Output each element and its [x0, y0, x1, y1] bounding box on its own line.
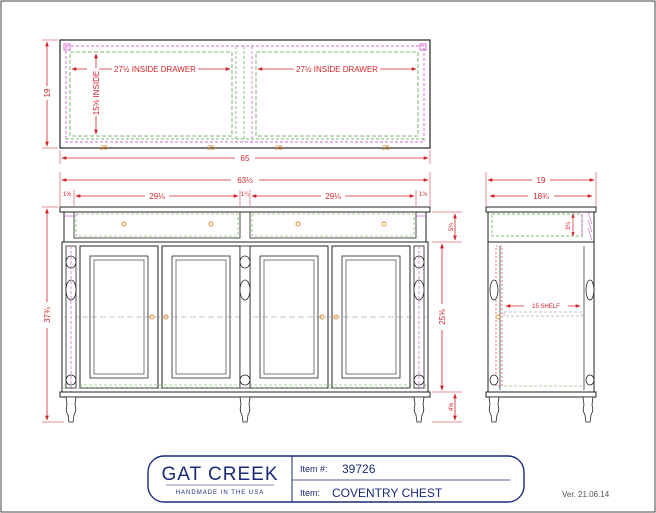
marker-a: 25 — [100, 145, 108, 152]
marker-b: 25 — [207, 145, 215, 152]
edge-right-b: 1⅝ — [419, 192, 428, 198]
item-name: COVENTRY CHEST — [332, 486, 443, 500]
edge-left-b: 1¼ — [241, 192, 250, 198]
item-number: 39726 — [342, 462, 376, 476]
front-width-dim: 63½ — [237, 176, 253, 185]
top-depth-dim: 19 — [43, 88, 52, 97]
drawer-right — [249, 211, 417, 239]
drawer-left-dim: 27½ INSIDE DRAWER — [114, 65, 196, 74]
side-view: 19 18¾ 3¾ 15 SHELF — [485, 172, 597, 423]
leg-height-dim: 4⅝ — [449, 402, 455, 411]
side-inner-depth-dim: 18¾ — [533, 192, 549, 201]
drawer-width-right-dim: 29⅛ — [325, 192, 341, 201]
side-depth-dim: 19 — [537, 176, 546, 185]
door-height-dim: 25⅝ — [438, 309, 447, 325]
top-outline — [59, 39, 431, 149]
inside-depth-dim: 15⅝ INSIDE — [92, 71, 101, 115]
legs — [65, 396, 425, 423]
shelf — [503, 311, 583, 317]
drawer-right-dim: 27½ INSIDE DRAWER — [296, 65, 378, 74]
version-label: Ver. 21.06.14 — [562, 490, 610, 499]
top-drawer-left — [69, 51, 233, 137]
brand-tagline: HANDMADE IN THE USA — [176, 490, 265, 496]
top-hidden-frame — [65, 45, 425, 143]
item-name-label: Item: — [300, 488, 320, 498]
drawer-left — [73, 211, 241, 239]
drawer-width-left-dim: 29⅛ — [149, 192, 165, 201]
drawer-height-dim: 5¾ — [449, 222, 455, 231]
item-number-label: Item #: — [300, 464, 328, 474]
top-width-dim: 65 — [241, 154, 250, 163]
title-block: GAT CREEK HANDMADE IN THE USA Item #: 39… — [147, 455, 525, 503]
marker-c: 25 — [275, 145, 283, 152]
top-view: 27½ INSIDE DRAWER 27½ INSIDE DRAWER 15⅝ … — [42, 39, 431, 164]
front-view: 63½ 29⅛ 29⅛ 1⅝ 1¼ 1⅝ — [42, 172, 462, 423]
side-drawer-depth-dim: 3¾ — [566, 221, 572, 230]
marker-d: 25 — [382, 145, 390, 152]
brand-logo: GAT CREEK — [161, 464, 278, 485]
top-drawer-right — [255, 51, 419, 137]
edge-left-a: 1⅝ — [63, 192, 72, 198]
shelf-dim: 15 SHELF — [532, 304, 560, 310]
front-height-dim: 37¾ — [43, 307, 52, 323]
